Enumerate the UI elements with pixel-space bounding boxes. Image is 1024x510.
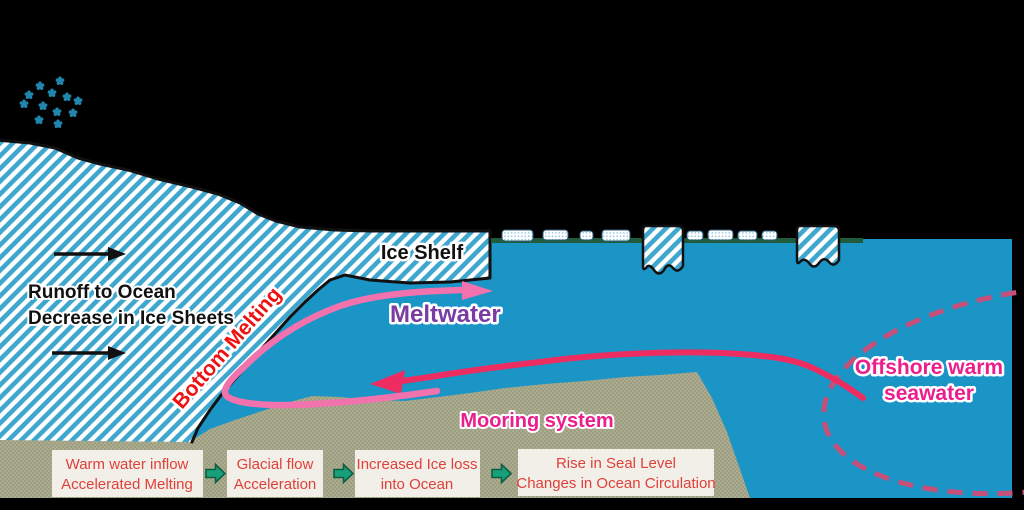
sea-ice-floe [579,230,594,241]
runoff-arrow-icon [52,346,126,360]
sea-ice-floe [542,229,569,241]
flow-step-text: Rise in Seal Level [556,455,676,472]
sea-ice-floe [707,229,734,241]
sea-ice-floe [761,230,778,241]
mooring-system-label: Mooring system [460,410,613,432]
sea-ice-floe [601,229,631,242]
iceberg [641,224,685,275]
sea-ice-floe [501,229,534,242]
warm-inflow-arrow [399,349,866,401]
flow-chart: Warm water inflow Accelerated Melting Gl… [52,449,716,497]
flow-step-text: Changes in Ocean Circulation [516,475,715,492]
iceberg [795,224,841,268]
flow-step-text: Glacial flow [237,456,314,473]
flow-step-text: Acceleration [234,476,317,493]
offshore-warm-seawater-label-line2: seawater [884,382,974,405]
flow-step-box [518,449,714,496]
meltwater-arrowhead [462,281,493,300]
flow-step-text: Accelerated Melting [61,476,193,493]
meltwater-label: Meltwater [390,301,501,328]
ice-shelf-label: Ice Shelf [381,242,464,264]
flow-step-text: Warm water inflow [66,456,189,473]
flow-step-box [355,450,480,497]
flow-step-box [52,450,203,497]
ice-sheet [0,140,490,442]
flow-step-text: into Ocean [381,476,454,493]
runoff-label-line2: Decrease in Ice Sheets [28,308,234,329]
flow-step-box [227,450,323,497]
offshore-warm-seawater-label-line1: Offshore warm [855,356,1003,379]
meltwater-arrow [221,286,468,409]
warm-inflow-arrowhead [370,370,405,394]
runoff-label-line1: Runoff to Ocean [28,282,176,303]
sea-ice-floe [686,230,704,241]
sea-ice-floes [501,229,778,242]
sea-ice-floe [737,230,758,241]
runoff-arrow-icon [54,247,126,261]
flow-step-text: Increased Ice loss [357,456,478,473]
